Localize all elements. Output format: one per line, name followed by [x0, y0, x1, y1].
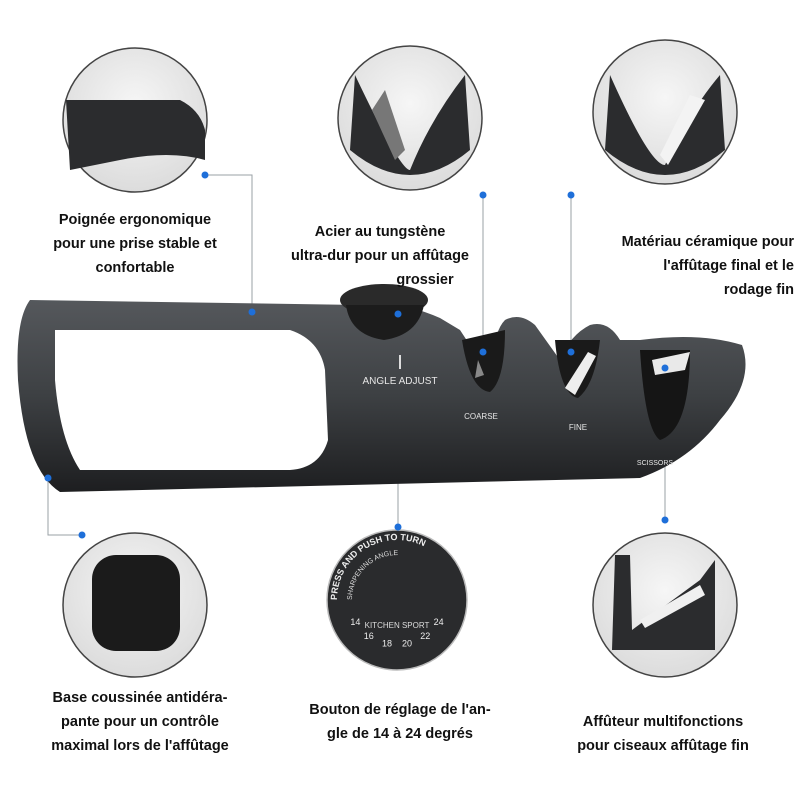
dial-angle-18: 18: [382, 639, 392, 649]
dial-brand: KITCHEN SPORT: [365, 621, 430, 630]
angle-adjust-label: ANGLE ADJUST: [362, 376, 437, 387]
dial-angle-14: 14: [350, 617, 360, 627]
dial-angle-24: 24: [434, 617, 444, 627]
scissors-label: SCISSORS: [637, 460, 674, 467]
fine-label: FINE: [569, 423, 587, 432]
caption-line: l'affûtage final et le: [663, 258, 794, 274]
caption-line: Bouton de réglage de l'an-: [309, 702, 491, 718]
knob-caption: Bouton de réglage de l'an- gle de 14 à 2…: [285, 698, 515, 746]
sharpener-body: [17, 284, 746, 492]
fine-caption: Matériau céramique pour l'affûtage final…: [560, 230, 794, 302]
caption-line: grossier: [396, 272, 454, 288]
caption-line: pour une prise stable et: [53, 236, 217, 252]
caption-line: Base coussinée antidéra-: [52, 690, 228, 706]
coarse-caption: Acier au tungstène ultra-dur pour un aff…: [260, 220, 500, 292]
scissors-caption: Affûteur multifonctions pour ciseaux aff…: [548, 710, 778, 758]
caption-line: rodage fin: [723, 282, 794, 298]
coarse-label: COARSE: [464, 412, 498, 421]
caption-line: Acier au tungstène: [314, 224, 446, 240]
caption-line: maximal lors de l'affûtage: [51, 738, 229, 754]
caption-line: Poignée ergonomique: [58, 212, 212, 228]
base-caption: Base coussinée antidéra- pante pour un c…: [30, 686, 250, 758]
dial-angle-20: 20: [402, 639, 412, 649]
caption-line: Affûteur multifonctions: [582, 714, 744, 730]
caption-line: pour ciseaux affûtage fin: [577, 738, 749, 754]
caption-line: confortable: [95, 260, 175, 276]
annotation-dots: [44, 171, 669, 539]
dial-angle-22: 22: [420, 631, 430, 641]
caption-line: pante pour un contrôle: [61, 714, 219, 730]
handle-caption: Poignée ergonomique pour une prise stabl…: [40, 208, 230, 280]
caption-line: ultra-dur pour un affûtage: [290, 248, 469, 264]
caption-line: Matériau céramique pour: [621, 234, 794, 250]
angle-dial: PRESS AND PUSH TO TURN SHARPENING ANGLE …: [326, 529, 468, 671]
caption-line: gle de 14 à 24 degrés: [327, 726, 473, 742]
dial-angle-16: 16: [364, 631, 374, 641]
